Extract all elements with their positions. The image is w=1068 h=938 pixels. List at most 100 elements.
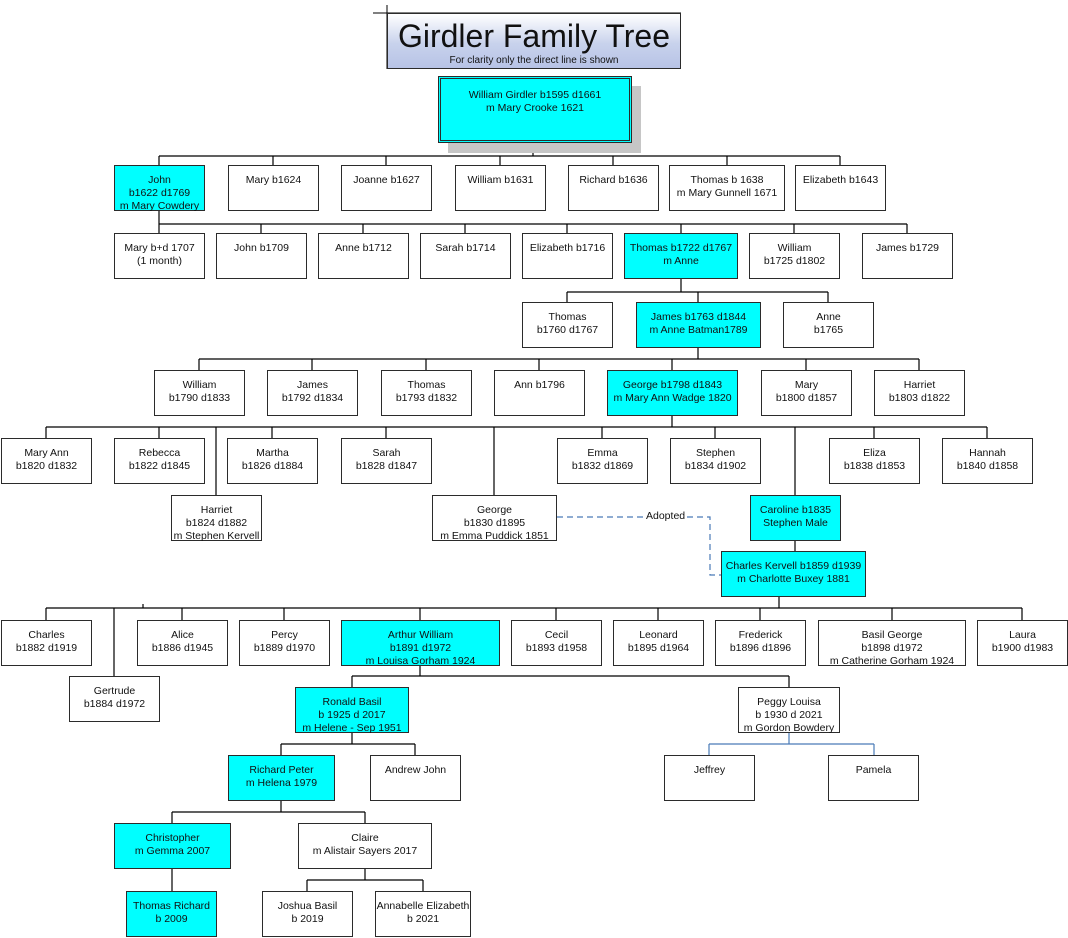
person-line: Thomas b 1638 — [690, 174, 764, 186]
diagram-title: Girdler Family Tree — [397, 18, 671, 54]
person-line: Elizabeth b1716 — [529, 242, 606, 254]
person-line: Charles — [28, 629, 65, 641]
person-box-richard1636: Richard b1636 — [568, 165, 659, 211]
person-line: James b1763 d1844 — [650, 311, 747, 323]
person-box-joanne1627: Joanne b1627 — [341, 165, 432, 211]
person-line: b1803 d1822 — [888, 392, 951, 404]
person-line: b1840 d1858 — [956, 460, 1019, 472]
person-line: George — [476, 504, 513, 516]
person-line: Thomas b1722 d1767 — [629, 242, 733, 254]
person-line: William — [777, 242, 812, 254]
person-line: m Louisa Gorham 1924 — [365, 655, 476, 667]
person-line: Stephen Male — [763, 517, 828, 529]
person-line: m Mary Crooke 1621 — [485, 102, 585, 114]
person-line: William Girdler b1595 d1661 — [468, 89, 602, 101]
person-box-andrewjohn: Andrew John — [370, 755, 461, 801]
person-box-james1729: James b1729 — [862, 233, 953, 279]
person-line: Stephen — [695, 447, 736, 459]
person-line: Charles Kervell b1859 d1939 — [725, 560, 862, 572]
person-line: b1790 d1833 — [168, 392, 231, 404]
person-line: Percy — [271, 629, 298, 641]
person-line: m Anne — [663, 255, 699, 267]
person-line: George b1798 d1843 — [622, 379, 723, 391]
person-line: b 2019 — [291, 913, 324, 925]
person-line: William b1631 — [467, 174, 534, 186]
person-line: Richard b1636 — [579, 174, 648, 186]
person-line: b1824 d1882 — [185, 517, 248, 529]
person-line: b1765 — [813, 324, 844, 336]
person-line: James — [297, 379, 328, 391]
person-line: Pamela — [855, 764, 892, 776]
person-line: m Helene - Sep 1951 — [302, 722, 402, 734]
person-line: b1886 d1945 — [151, 642, 214, 654]
person-line: Christopher — [145, 832, 200, 844]
person-line: Richard Peter — [249, 764, 314, 776]
person-line: Harriet — [200, 504, 233, 516]
person-line: Anne b1712 — [335, 242, 392, 254]
person-line: b 1925 d 2017 — [318, 709, 386, 721]
person-line: b1832 d1869 — [571, 460, 634, 472]
person-box-elizabeth1716: Elizabeth b1716 — [522, 233, 613, 279]
person-line: b1900 d1983 — [991, 642, 1054, 654]
person-line: b1838 d1853 — [843, 460, 906, 472]
person-line: b1895 d1964 — [627, 642, 690, 654]
person-line: Hannah — [969, 447, 1006, 459]
person-line: m Charlotte Buxey 1881 — [737, 573, 850, 585]
person-line: b1800 d1857 — [775, 392, 838, 404]
person-box-ann1796: Ann b1796 — [494, 370, 585, 416]
person-line: Emma — [587, 447, 618, 459]
person-line: Mary b1624 — [245, 174, 302, 186]
person-line: Rebecca — [138, 447, 181, 459]
person-line: Leonard — [639, 629, 678, 641]
person-line: b1896 d1896 — [729, 642, 792, 654]
person-line: Harriet — [903, 379, 936, 391]
person-line: Joshua Basil — [277, 900, 338, 912]
person-line: b 1930 d 2021 — [755, 709, 823, 721]
person-box-john1709: John b1709 — [216, 233, 307, 279]
person-line: b1891 d1972 — [389, 642, 452, 654]
person-box-anne1712: Anne b1712 — [318, 233, 409, 279]
person-line: b1622 d1769 — [128, 187, 191, 199]
person-line: m Mary Cowdery — [119, 200, 200, 212]
person-line: (1 month) — [137, 255, 182, 267]
person-line: b1793 d1832 — [395, 392, 458, 404]
person-line: Annabelle Elizabeth — [376, 900, 470, 912]
person-line: Thomas — [407, 379, 446, 391]
person-line: b1834 d1902 — [684, 460, 747, 472]
person-line: m Alistair Sayers 2017 — [312, 845, 418, 857]
person-line: Jeffrey — [693, 764, 726, 776]
person-line: b1828 d1847 — [355, 460, 418, 472]
person-box-william1631: William b1631 — [455, 165, 546, 211]
person-line: William — [182, 379, 217, 391]
person-box-pamela: Pamela — [828, 755, 919, 801]
person-line: b 2009 — [155, 913, 188, 925]
